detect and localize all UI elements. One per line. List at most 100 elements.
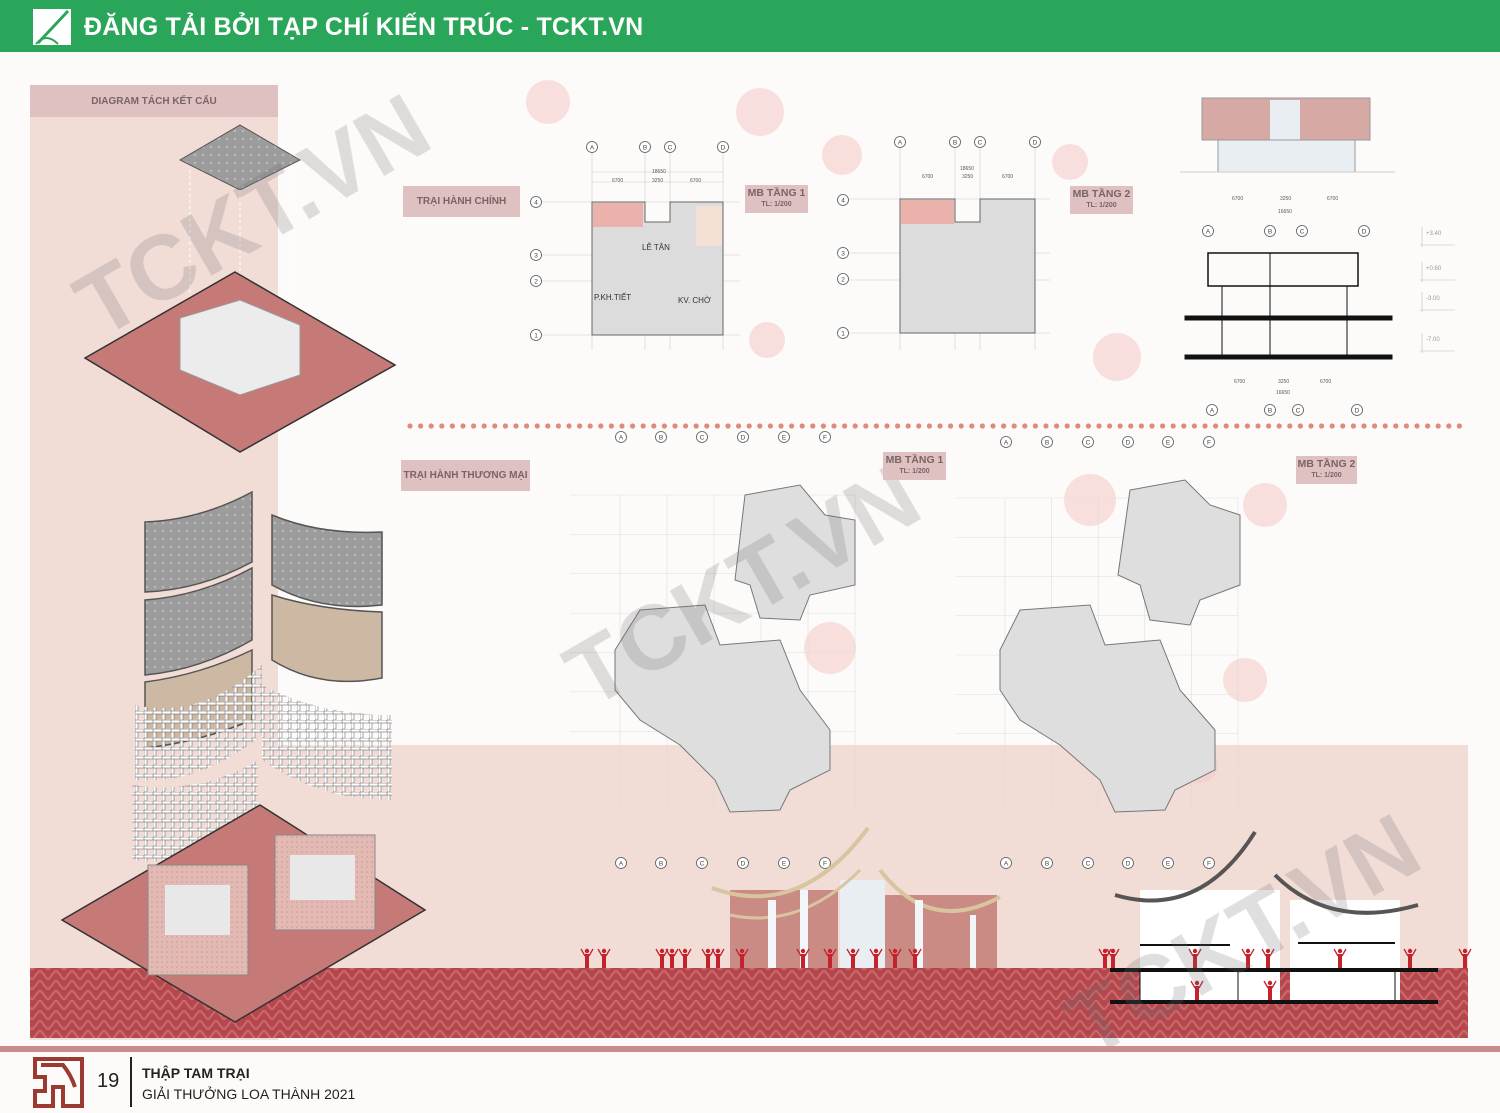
svg-text:B: B xyxy=(1268,229,1272,236)
svg-text:D: D xyxy=(1126,440,1131,447)
divider-dot xyxy=(714,423,721,429)
grid-axis-bubble: B xyxy=(655,857,667,869)
dotted-divider xyxy=(407,423,1462,429)
svg-text:F: F xyxy=(823,435,827,442)
svg-text:B: B xyxy=(659,861,663,868)
divider-dot xyxy=(1414,423,1420,429)
tckt-logo-icon xyxy=(33,9,71,45)
divider-dot xyxy=(545,423,551,429)
svg-text:3250: 3250 xyxy=(1278,379,1289,385)
divider-dot xyxy=(640,423,646,429)
divider-dot xyxy=(1223,423,1229,429)
divider-dot xyxy=(1096,423,1102,429)
grid-axis-bubble: C xyxy=(1292,404,1304,416)
grid-axis-bubble: D xyxy=(1122,436,1134,448)
svg-text:A: A xyxy=(619,861,624,868)
svg-text:C: C xyxy=(1086,440,1091,447)
commercial-floor2-title: MB TẦNG 2 xyxy=(1297,458,1356,470)
room-label-detail-room: P.KH.TIẾT xyxy=(594,292,631,302)
divider-dot xyxy=(534,423,540,429)
divider-dot xyxy=(799,423,805,429)
svg-text:A: A xyxy=(898,140,903,147)
commercial-floor2-tag: MB TẦNG 2 TL: 1/200 xyxy=(1296,456,1357,484)
divider-dot xyxy=(524,423,530,429)
grid-axis-bubble: B xyxy=(655,431,667,443)
divider-dot xyxy=(1170,423,1176,429)
svg-text:6700: 6700 xyxy=(1002,174,1013,180)
grid-axis-bubble: B xyxy=(1041,436,1053,448)
divider-dot xyxy=(651,423,657,429)
divider-dot xyxy=(449,423,455,429)
svg-text:A: A xyxy=(1210,408,1215,415)
svg-text:E: E xyxy=(1166,861,1171,868)
divider-dot xyxy=(1308,423,1314,429)
grid-axis-bubble: A xyxy=(615,431,627,443)
divider-dot xyxy=(608,423,615,429)
divider-dot xyxy=(757,423,763,429)
divider-dot xyxy=(1393,423,1399,429)
publisher-header: ĐĂNG TẢI BỞI TẠP CHÍ KIẾN TRÚC - TCKT.VN xyxy=(0,0,1500,52)
divider-dot xyxy=(736,423,742,429)
divider-dot xyxy=(460,423,466,429)
grid-axis-bubble: A xyxy=(1000,857,1012,869)
grid-axis-bubble: B xyxy=(1041,857,1053,869)
svg-text:C: C xyxy=(1300,229,1305,236)
divider-dot xyxy=(1043,423,1049,429)
divider-dot xyxy=(502,423,508,429)
svg-text:F: F xyxy=(1207,861,1211,868)
divider-dot xyxy=(587,423,593,429)
grid-axis-bubble: D xyxy=(1122,857,1134,869)
grid-axis-bubble: A xyxy=(1202,225,1214,237)
svg-text:3250: 3250 xyxy=(652,178,663,184)
svg-text:2: 2 xyxy=(534,279,538,286)
commercial-floor1-scale: TL: 1/200 xyxy=(899,468,930,475)
grid-axis-bubble: B xyxy=(949,136,961,148)
divider-dot xyxy=(1340,423,1346,429)
grid-axis-bubble: D xyxy=(737,857,749,869)
divider-dot xyxy=(418,423,424,429)
divider-dot xyxy=(1138,423,1144,429)
grid-axis-bubble: D xyxy=(717,141,729,153)
diagram-title: DIAGRAM TÁCH KẾT CẤU xyxy=(30,85,278,117)
svg-text:-7.00: -7.00 xyxy=(1426,337,1440,343)
svg-text:4: 4 xyxy=(534,200,538,207)
divider-dot xyxy=(810,423,816,429)
level-mark: -7.00 xyxy=(1420,333,1455,353)
svg-text:A: A xyxy=(1004,440,1009,447)
grid-axis-bubble: C xyxy=(1082,857,1094,869)
divider-dot xyxy=(1107,423,1113,429)
svg-text:B: B xyxy=(953,140,957,147)
person-figure xyxy=(665,948,679,968)
divider-dot xyxy=(1064,423,1070,429)
grid-axis-bubble: A xyxy=(615,857,627,869)
grid-axis-bubble: C xyxy=(664,141,676,153)
divider-dot xyxy=(1350,423,1356,429)
svg-text:1: 1 xyxy=(534,333,538,340)
loa-thanh-logo-icon xyxy=(33,1057,84,1108)
divider-dot xyxy=(842,423,848,429)
divider-dot xyxy=(1297,423,1303,429)
grid-axis-bubble: C xyxy=(974,136,986,148)
divider-dot xyxy=(884,423,890,429)
grid-axis-bubble: 1 xyxy=(530,329,542,341)
admin-floor2-title: MB TẦNG 2 xyxy=(1072,188,1131,200)
divider-dot xyxy=(1202,423,1208,429)
svg-text:D: D xyxy=(741,861,746,868)
divider-dot xyxy=(683,423,689,429)
svg-text:B: B xyxy=(659,435,663,442)
grid-axis-bubble: E xyxy=(778,857,790,869)
grid-axis-bubble: E xyxy=(1162,857,1174,869)
divider-dot xyxy=(1149,423,1155,429)
svg-text:C: C xyxy=(1086,861,1091,868)
divider-dot xyxy=(1435,423,1441,429)
person-figure xyxy=(711,948,725,968)
svg-text:6700: 6700 xyxy=(690,178,701,184)
divider-dot xyxy=(1085,423,1091,429)
divider-dot xyxy=(1287,423,1293,429)
svg-text:B: B xyxy=(1268,408,1272,415)
level-mark: +3.40 xyxy=(1420,227,1455,247)
svg-text:E: E xyxy=(782,861,787,868)
divider-dot xyxy=(746,423,752,429)
person-figure xyxy=(1190,980,1204,1000)
